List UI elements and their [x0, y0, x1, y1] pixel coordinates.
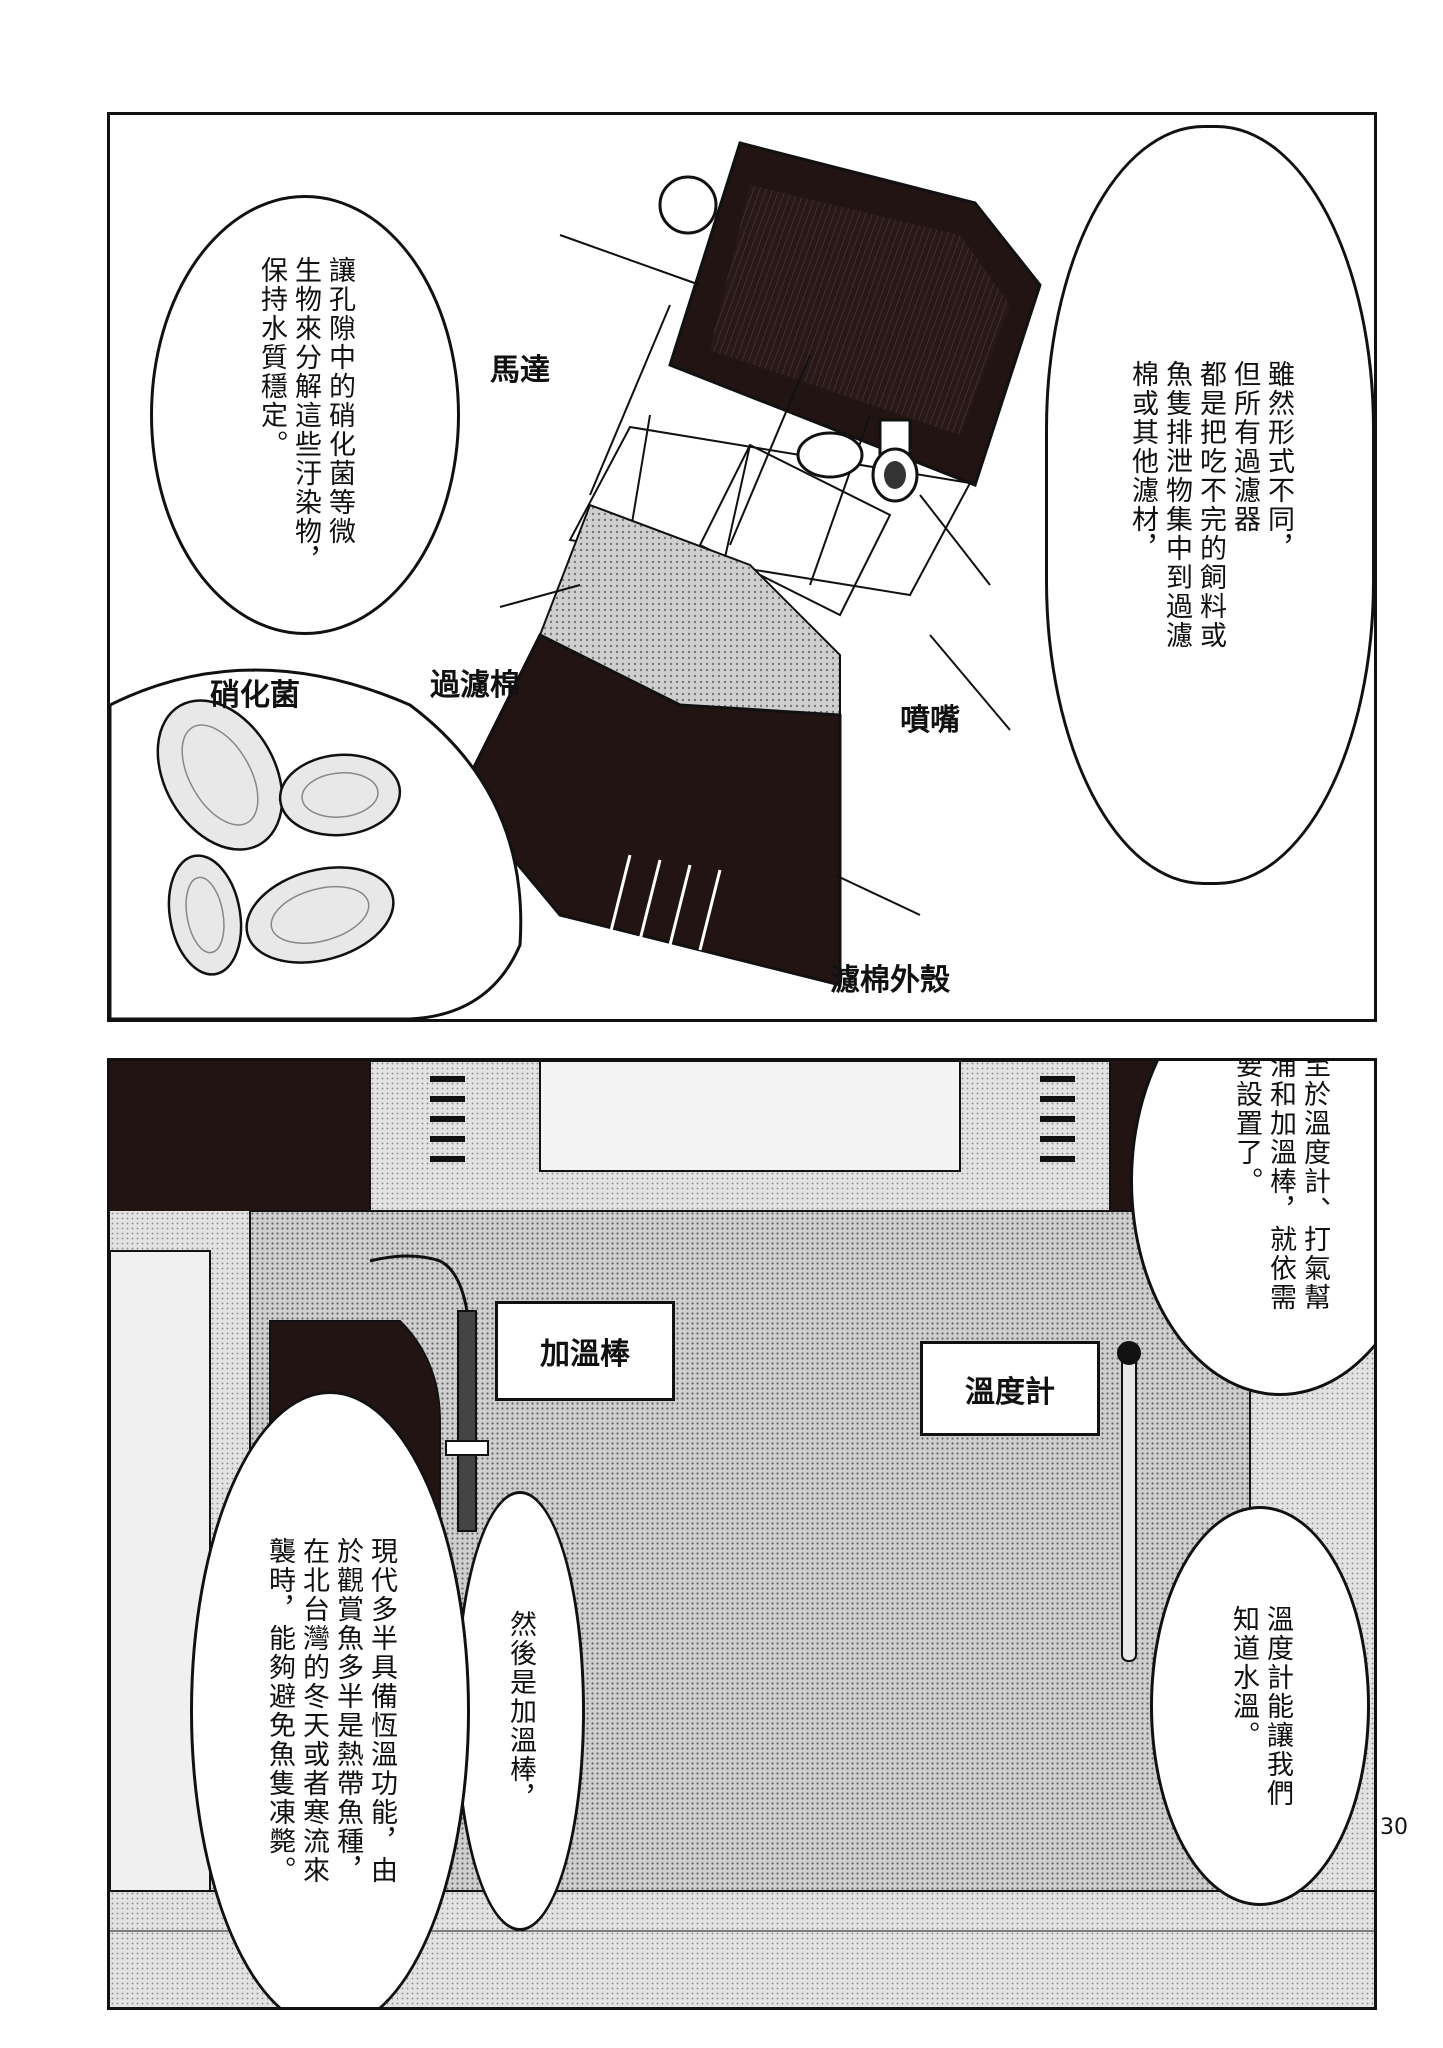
speech-bubble-filter-principle: 雖然形式不同， 但所有過濾器 都是把吃不完的飼料或 魚隻排泄物集中到過濾 棉或其…: [1045, 125, 1374, 885]
label-heater: 加溫棒: [495, 1301, 675, 1401]
label-nozzle: 噴嘴: [900, 703, 960, 738]
label-nitrifying-bacteria: 硝化菌: [210, 678, 300, 713]
top-panel: 讓孔隙中的硝化菌等微 生物來分解這些汙染物， 保持水質穩定。 雖然形式不同， 但…: [107, 112, 1377, 1022]
speech-bubble-nitrification: 讓孔隙中的硝化菌等微 生物來分解這些汙染物， 保持水質穩定。: [150, 195, 460, 635]
bubble-text: 雖然形式不同， 但所有過濾器 都是把吃不完的飼料或 魚隻排泄物集中到過濾 棉或其…: [1127, 360, 1294, 650]
speech-bubble-heater-description: 現代多半具備恆溫功能，由 於觀賞魚多半是熱帶魚種， 在北台灣的冬天或者寒流來 襲…: [190, 1391, 470, 2007]
bubble-text: 讓孔隙中的硝化菌等微 生物來分解這些汙染物， 保持水質穩定。: [256, 255, 355, 575]
bacteria-inset: [110, 668, 523, 1019]
bubble-text: 然後是加溫棒，: [505, 1609, 536, 1813]
label-filter-cotton: 過濾棉: [430, 668, 520, 703]
speech-bubble-thermometer: 溫度計能讓我們 知道水溫。: [1150, 1506, 1370, 1906]
bottom-panel: 加溫棒 溫度計 至於溫度計、打氣幫 浦和加溫棒，就依需 要設置了。 溫度計能讓我…: [107, 1058, 1377, 2010]
motor-block: [658, 141, 1042, 487]
bubble-text: 至於溫度計、打氣幫 浦和加溫棒，就依需 要設置了。: [1231, 1058, 1330, 1312]
bubble-text: 溫度計能讓我們 知道水溫。: [1228, 1604, 1293, 1808]
page-number: 30: [1380, 1815, 1408, 1840]
speech-bubble-heater-intro: 然後是加溫棒，: [455, 1491, 585, 1931]
filter-diagram: [110, 141, 1042, 1019]
label-motor: 馬達: [490, 353, 550, 388]
label-housing: 濾棉外殼: [830, 963, 950, 998]
label-thermometer: 溫度計: [920, 1341, 1100, 1436]
nozzle-part: [796, 418, 919, 503]
pointer-lines: [499, 234, 1011, 916]
bubble-text: 現代多半具備恆溫功能，由 於觀賞魚多半是熱帶魚種， 在北台灣的冬天或者寒流來 襲…: [264, 1537, 397, 1885]
